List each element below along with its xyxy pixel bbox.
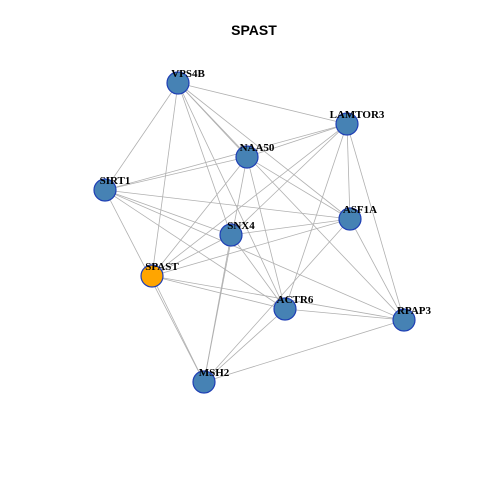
graph-title: SPAST	[231, 22, 277, 38]
node-lamtor3[interactable]	[335, 112, 359, 136]
node-label-asf1a: ASF1A	[343, 204, 377, 216]
edge-sirt1-rpap3	[104, 189, 405, 321]
edge-naa50-sirt1	[104, 156, 248, 191]
edge-snx4-spast	[151, 234, 232, 277]
edge-lamtor3-snx4	[230, 123, 348, 236]
node-label-naa50: NAA50	[240, 142, 275, 154]
node-naa50[interactable]	[235, 145, 259, 169]
edge-lamtor3-actr6	[284, 123, 348, 310]
node-vps4b[interactable]	[166, 71, 190, 95]
edge-spast-rpap3	[151, 275, 405, 321]
edge-snx4-actr6	[230, 234, 286, 310]
node-label-lamtor3: LAMTOR3	[330, 109, 385, 121]
edge-vps4b-sirt1	[104, 82, 179, 191]
node-label-vps4b: VPS4B	[171, 68, 205, 80]
edge-spast-msh2	[151, 275, 205, 383]
edge-lamtor3-naa50	[246, 123, 348, 158]
node-snx4[interactable]	[219, 223, 243, 247]
edge-lamtor3-spast	[151, 123, 348, 277]
edge-sirt1-snx4	[104, 189, 232, 236]
node-asf1a[interactable]	[338, 207, 362, 231]
edge-lamtor3-asf1a	[346, 123, 351, 220]
edge-actr6-msh2	[203, 308, 286, 383]
edge-naa50-spast	[151, 156, 248, 277]
node-label-spast: SPAST	[145, 261, 179, 273]
edge-rpap3-msh2	[203, 319, 405, 383]
node-label-rpap3: RPAP3	[397, 305, 432, 317]
node-actr6[interactable]	[273, 297, 297, 321]
node-label-actr6: ACTR6	[277, 294, 314, 306]
edge-vps4b-rpap3	[177, 82, 405, 321]
edge-asf1a-msh2	[203, 218, 351, 383]
edge-asf1a-rpap3	[349, 218, 405, 321]
edge-lamtor3-rpap3	[346, 123, 405, 321]
edge-naa50-asf1a	[246, 156, 351, 220]
nodes-layer	[93, 71, 416, 394]
edge-asf1a-snx4	[230, 218, 351, 236]
edge-vps4b-actr6	[177, 82, 286, 310]
node-sirt1[interactable]	[93, 178, 117, 202]
edge-vps4b-snx4	[177, 82, 232, 236]
edge-asf1a-spast	[151, 218, 351, 277]
edge-spast-actr6	[151, 275, 286, 310]
edge-sirt1-actr6	[104, 189, 286, 310]
edge-actr6-rpap3	[284, 308, 405, 321]
node-label-sirt1: SIRT1	[100, 175, 131, 187]
node-label-msh2: MSH2	[199, 367, 230, 379]
node-spast[interactable]	[140, 264, 164, 288]
edge-vps4b-spast	[151, 82, 179, 277]
edge-lamtor3-sirt1	[104, 123, 348, 191]
node-msh2[interactable]	[192, 370, 216, 394]
node-rpap3[interactable]	[392, 308, 416, 332]
edge-snx4-msh2	[203, 234, 232, 383]
edge-naa50-actr6	[246, 156, 286, 310]
edges-layer	[104, 82, 405, 383]
edge-sirt1-asf1a	[104, 189, 351, 220]
node-label-snx4: SNX4	[227, 220, 255, 232]
edge-vps4b-lamtor3	[177, 82, 348, 125]
